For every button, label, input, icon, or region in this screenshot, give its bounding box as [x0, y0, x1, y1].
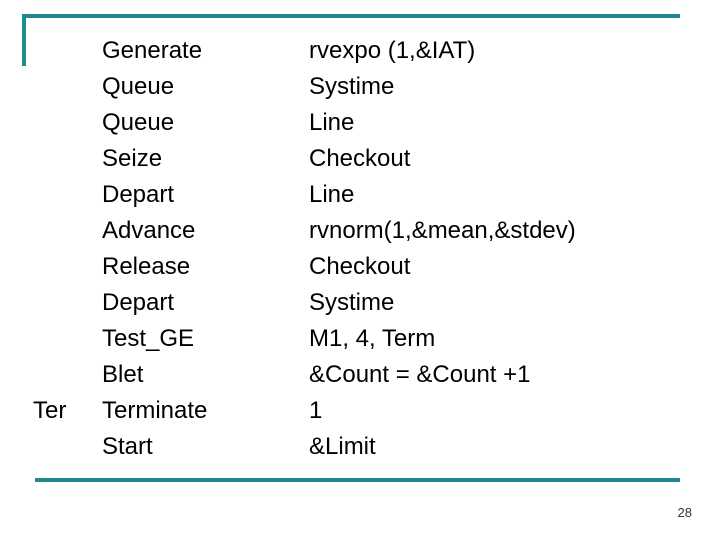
row-operands: &Count = &Count +1 — [309, 361, 531, 388]
row-block: Test_GE — [102, 325, 195, 352]
row-operands: Line — [309, 181, 355, 208]
row-label: Ter — [33, 397, 67, 424]
row-block: Generate — [102, 37, 203, 64]
table-row: Release Checkout — [0, 249, 720, 285]
table-row: Test_GE M1, 4, Term — [0, 321, 720, 357]
table-row: Depart Systime — [0, 285, 720, 321]
row-block: Seize — [102, 145, 163, 172]
table-row: Queue Line — [0, 105, 720, 141]
row-block: Start — [102, 433, 153, 460]
bottom-divider-rule — [35, 478, 680, 482]
page-number: 28 — [677, 505, 692, 520]
row-block: Terminate — [102, 397, 208, 424]
row-block: Release — [102, 253, 191, 280]
table-row: Queue Systime — [0, 69, 720, 105]
row-operands: Checkout — [309, 253, 411, 280]
table-row: Generate rvexpo (1,&IAT) — [0, 33, 720, 69]
row-block: Depart — [102, 181, 175, 208]
row-block: Queue — [102, 109, 175, 136]
table-row: Advance rvnorm(1,&mean,&stdev) — [0, 213, 720, 249]
row-operands: &Limit — [309, 433, 376, 460]
row-block: Queue — [102, 73, 175, 100]
code-listing: Generate rvexpo (1,&IAT) Queue Systime Q… — [0, 33, 720, 465]
row-operands: M1, 4, Term — [309, 325, 436, 352]
table-row: Start &Limit — [0, 429, 720, 465]
row-operands: rvnorm(1,&mean,&stdev) — [309, 217, 576, 244]
row-operands: 1 — [309, 397, 323, 424]
row-block: Advance — [102, 217, 196, 244]
table-row: Ter Terminate 1 — [0, 393, 720, 429]
table-row: Depart Line — [0, 177, 720, 213]
row-operands: rvexpo (1,&IAT) — [309, 37, 476, 64]
row-operands: Systime — [309, 73, 395, 100]
row-block: Blet — [102, 361, 144, 388]
table-row: Seize Checkout — [0, 141, 720, 177]
row-operands: Systime — [309, 289, 395, 316]
table-row: Blet &Count = &Count +1 — [0, 357, 720, 393]
row-operands: Line — [309, 109, 355, 136]
row-operands: Checkout — [309, 145, 411, 172]
row-block: Depart — [102, 289, 175, 316]
